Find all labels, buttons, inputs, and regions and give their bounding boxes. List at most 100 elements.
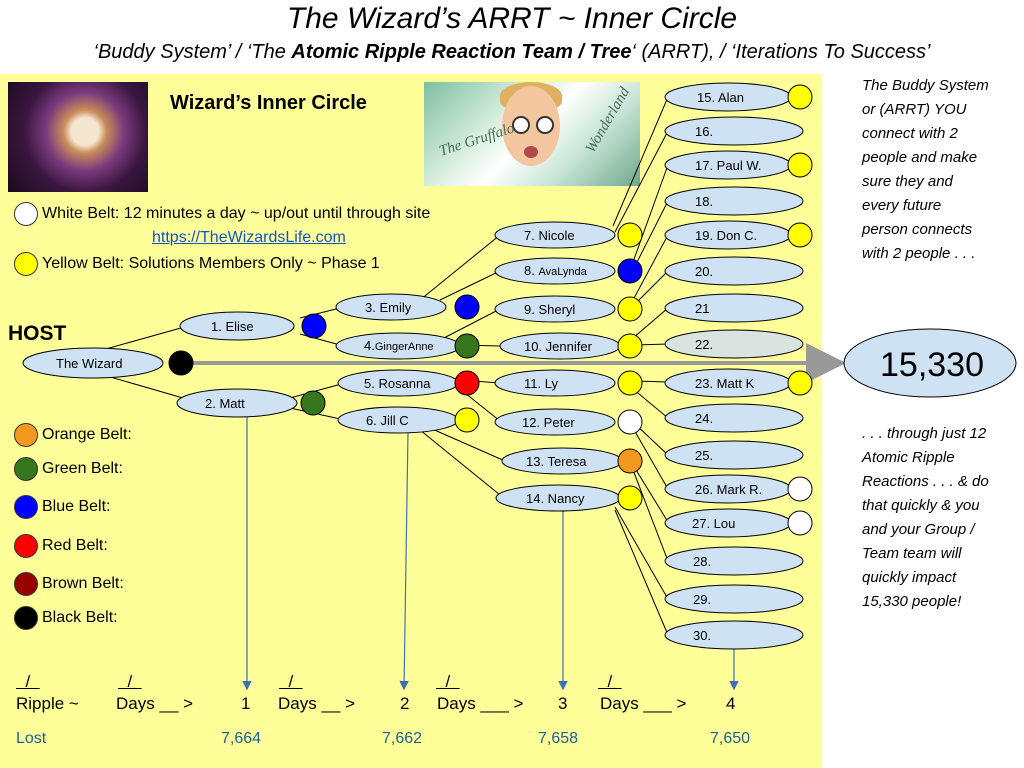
node-label: 26. Mark R.	[695, 482, 762, 497]
inner-circle-title: Wizard’s Inner Circle	[170, 92, 367, 114]
side-note-top: The Buddy System or (ARRT) YOU connect w…	[862, 77, 989, 262]
white-belt-row: White Belt: 12 minutes a day ~ up/out un…	[14, 202, 430, 226]
slash-text: /	[445, 672, 451, 691]
node-26[interactable]: 26. Mark R.	[664, 474, 813, 504]
slash-text: /	[127, 672, 133, 691]
node-6[interactable]: 6. Jill C	[337, 406, 480, 434]
legend-blue: Blue Belt:	[14, 495, 110, 519]
node-9[interactable]: 9. Sheryl	[494, 295, 643, 323]
site-link[interactable]: https://TheWizardsLife.com	[152, 229, 346, 246]
legend-red: Red Belt:	[14, 534, 108, 558]
node-27[interactable]: 27. Lou	[664, 508, 813, 538]
ripple-label: Ripple ~	[16, 694, 79, 713]
node-label-name: AvaLynda	[538, 266, 587, 278]
node-label: 30.	[693, 628, 711, 643]
node-16[interactable]: 16.	[664, 116, 804, 146]
legend-black: Black Belt:	[14, 606, 118, 630]
node-18[interactable]: 18.	[664, 186, 804, 216]
node-12[interactable]: 12. Peter	[494, 408, 643, 436]
days-label-4: Days ___ >	[600, 694, 687, 713]
blank-slash-3: /	[279, 672, 303, 692]
orange-belt-dot	[14, 423, 38, 447]
legend-label: Red Belt:	[42, 537, 108, 554]
white-belt-label: White Belt: 12 minutes a day ~ up/out un…	[42, 205, 431, 222]
ripple-count-3: 3	[558, 694, 568, 713]
node-label: 24.	[695, 411, 713, 426]
legend-green: Green Belt:	[14, 457, 123, 481]
yellow-belt-dot	[14, 252, 38, 276]
node-8[interactable]: 8. AvaLynda	[494, 257, 643, 285]
node-label: 28.	[693, 554, 711, 569]
node-label: The Wizard	[56, 356, 122, 371]
side-note-bottom: . . . through just 12 Atomic Ripple Reac…	[862, 425, 989, 610]
node-label: 5. Rosanna	[364, 376, 431, 391]
node-label: 17. Paul W.	[695, 158, 761, 173]
node-label: 8.	[524, 263, 538, 278]
node-3[interactable]: 3. Emily	[335, 293, 480, 321]
node-label: 25.	[695, 448, 713, 463]
slash-text: /	[607, 672, 613, 691]
node-10[interactable]: 10. Jennifer	[499, 332, 643, 360]
node-2[interactable]: 2. Matt	[176, 388, 326, 418]
node-29[interactable]: 29.	[664, 584, 804, 614]
node-20[interactable]: 20.	[664, 256, 804, 286]
node-label: 7. Nicole	[524, 228, 575, 243]
total-label: 15,330	[880, 346, 984, 384]
days-label-2: Days __ >	[278, 694, 356, 713]
node-30[interactable]: 30.	[664, 620, 804, 650]
red-belt-dot	[14, 534, 38, 558]
ripple-arrows	[242, 416, 739, 691]
legend-label: Brown Belt:	[42, 575, 124, 592]
node-17[interactable]: 17. Paul W.	[664, 150, 813, 180]
boy-image: The Gruffalo Wonderland	[424, 82, 640, 186]
node-1[interactable]: 1. Elise	[179, 311, 327, 341]
node-15[interactable]: 15. Alan	[664, 82, 813, 112]
blank-slash-1: /	[16, 672, 40, 692]
node-4[interactable]: 4.GingerAnne	[335, 332, 480, 360]
host-label: HOST	[8, 322, 67, 345]
lost-value-3: 7,658	[538, 730, 579, 747]
node-label: 19. Don C.	[695, 228, 757, 243]
node-7[interactable]: 7. Nicole	[494, 221, 643, 249]
legend-label: Green Belt:	[42, 460, 123, 477]
green-belt-dot	[14, 457, 38, 481]
yellow-belt-row: Yellow Belt: Solutions Members Only ~ Ph…	[14, 252, 380, 276]
node-label: 16.	[695, 124, 713, 139]
node-14[interactable]: 14. Nancy	[495, 484, 643, 512]
node-28[interactable]: 28.	[664, 546, 804, 576]
lost-value-1: 7,664	[221, 730, 262, 747]
node-label: 2. Matt	[205, 396, 245, 411]
site-link-wrap: https://TheWizardsLife.com	[152, 229, 346, 247]
legend-orange: Orange Belt:	[14, 423, 132, 447]
node-13[interactable]: 13. Teresa	[501, 447, 643, 475]
days-label-3: Days ___ >	[437, 694, 524, 713]
subtitle-bold: Atomic Ripple Reaction Team / Tree	[291, 41, 632, 63]
slash-text: /	[288, 672, 294, 691]
lost-value-4: 7,650	[710, 730, 751, 747]
node-19[interactable]: 19. Don C.	[664, 220, 813, 250]
node-21[interactable]: 21	[664, 293, 804, 323]
node-5[interactable]: 5. Rosanna	[337, 369, 480, 397]
subtitle-part-2: ‘ (ARRT), / ‘Iterations To Success’	[631, 41, 931, 63]
node-25[interactable]: 25.	[664, 440, 804, 470]
node-label: 11. Ly	[524, 376, 558, 391]
node-label: 21	[695, 301, 709, 316]
node-22[interactable]: 22.	[664, 329, 804, 359]
node-11[interactable]: 11. Ly	[494, 369, 643, 397]
legend-label: Orange Belt:	[42, 426, 132, 443]
ripple-count-4: 4	[726, 694, 736, 713]
white-belt-dot	[14, 202, 38, 226]
node-label: 15. Alan	[697, 90, 744, 105]
node-24[interactable]: 24.	[664, 403, 804, 433]
node-label: 10. Jennifer	[524, 339, 593, 354]
legend-brown: Brown Belt:	[14, 572, 124, 596]
blank-slash-2: /	[118, 672, 142, 692]
yellow-belt-label: Yellow Belt: Solutions Members Only ~ Ph…	[42, 255, 380, 272]
wizard-image	[8, 82, 148, 192]
node-host[interactable]: The Wizard	[22, 347, 194, 379]
svg-text:8. AvaLynda: 8. AvaLynda	[524, 263, 588, 278]
node-label: 4.	[364, 338, 375, 353]
node-23[interactable]: 23. Matt K	[664, 368, 813, 398]
page-title: The Wizard’s ARRT ~ Inner Circle	[286, 2, 738, 35]
